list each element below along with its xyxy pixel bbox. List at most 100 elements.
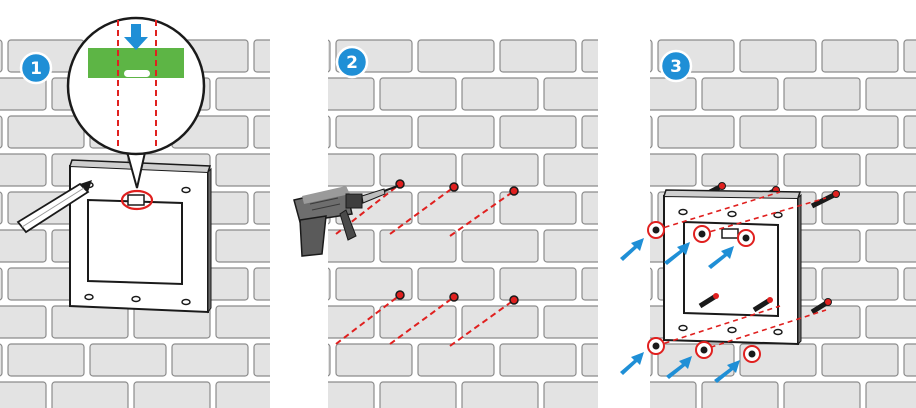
brick xyxy=(903,267,916,301)
brick xyxy=(328,381,375,408)
step-2-panel: 2 xyxy=(293,39,598,408)
step-3-panel: 3 xyxy=(620,39,916,408)
brick xyxy=(328,153,375,187)
brick xyxy=(865,77,916,111)
brick xyxy=(865,229,916,263)
brick xyxy=(581,267,598,301)
brick xyxy=(417,115,495,149)
brick xyxy=(783,153,861,187)
brick xyxy=(379,229,457,263)
brick xyxy=(499,267,577,301)
brick xyxy=(650,267,653,301)
brick xyxy=(783,77,861,111)
brick xyxy=(417,343,495,377)
brick xyxy=(0,191,3,225)
brick xyxy=(865,381,916,408)
brick xyxy=(328,115,331,149)
mounting-bracket-3 xyxy=(663,189,802,346)
brick xyxy=(543,229,598,263)
brick xyxy=(215,305,270,339)
brick xyxy=(821,267,899,301)
brick xyxy=(253,267,270,301)
brick xyxy=(328,305,375,339)
brick xyxy=(650,77,697,111)
brick xyxy=(89,343,167,377)
brick xyxy=(903,39,916,73)
screw-arrow-icon xyxy=(620,238,740,383)
brick xyxy=(379,153,457,187)
brick xyxy=(865,305,916,339)
brick xyxy=(499,343,577,377)
brick xyxy=(461,77,539,111)
step-1-badge: 1 xyxy=(19,51,53,85)
brick xyxy=(0,343,3,377)
brick xyxy=(821,115,899,149)
brick xyxy=(328,39,331,73)
brick xyxy=(903,115,916,149)
brick xyxy=(253,343,270,377)
brick xyxy=(701,153,779,187)
brick xyxy=(701,381,779,408)
brick xyxy=(417,39,495,73)
pencil-icon xyxy=(16,180,92,234)
brick xyxy=(328,229,375,263)
brick xyxy=(701,77,779,111)
screw-guides xyxy=(655,191,827,351)
brick xyxy=(783,381,861,408)
step-3-badge: 3 xyxy=(659,49,693,83)
brick xyxy=(335,115,413,149)
drill-holes xyxy=(395,179,519,305)
brick xyxy=(379,305,457,339)
brick xyxy=(379,381,457,408)
brick xyxy=(133,381,211,408)
brick xyxy=(0,381,47,408)
brick xyxy=(7,343,85,377)
step-2-badge: 2 xyxy=(335,45,369,79)
brick xyxy=(461,305,539,339)
brick xyxy=(821,191,899,225)
step-2-number: 2 xyxy=(346,53,358,73)
brick xyxy=(0,39,3,73)
brick xyxy=(379,77,457,111)
brick xyxy=(7,115,85,149)
brick xyxy=(215,77,270,111)
brick xyxy=(499,191,577,225)
brick xyxy=(417,191,495,225)
brick xyxy=(51,381,129,408)
brick xyxy=(650,381,697,408)
brick xyxy=(253,115,270,149)
brick-wall-2 xyxy=(328,39,598,408)
brick xyxy=(253,39,270,73)
brick xyxy=(215,381,270,408)
mounting-bracket-1 xyxy=(69,159,212,314)
brick xyxy=(328,77,375,111)
brick xyxy=(0,305,47,339)
brick xyxy=(903,343,916,377)
brick xyxy=(543,381,598,408)
brick xyxy=(581,191,598,225)
brick xyxy=(0,153,47,187)
brick xyxy=(0,229,47,263)
brick xyxy=(335,267,413,301)
brick xyxy=(865,153,916,187)
brick xyxy=(0,77,47,111)
brick xyxy=(650,115,653,149)
brick xyxy=(657,115,735,149)
brick xyxy=(650,191,653,225)
brick xyxy=(543,77,598,111)
brick xyxy=(328,343,331,377)
brick xyxy=(650,39,653,73)
step-3-number: 3 xyxy=(670,57,682,77)
brick xyxy=(903,191,916,225)
brick xyxy=(543,153,598,187)
brick xyxy=(335,343,413,377)
brick xyxy=(461,153,539,187)
step-1-number: 1 xyxy=(30,59,42,79)
down-arrow-icon xyxy=(124,24,148,50)
brick xyxy=(581,39,598,73)
brick xyxy=(821,343,899,377)
brick xyxy=(461,229,539,263)
step-1-panel: 1 xyxy=(0,16,270,408)
